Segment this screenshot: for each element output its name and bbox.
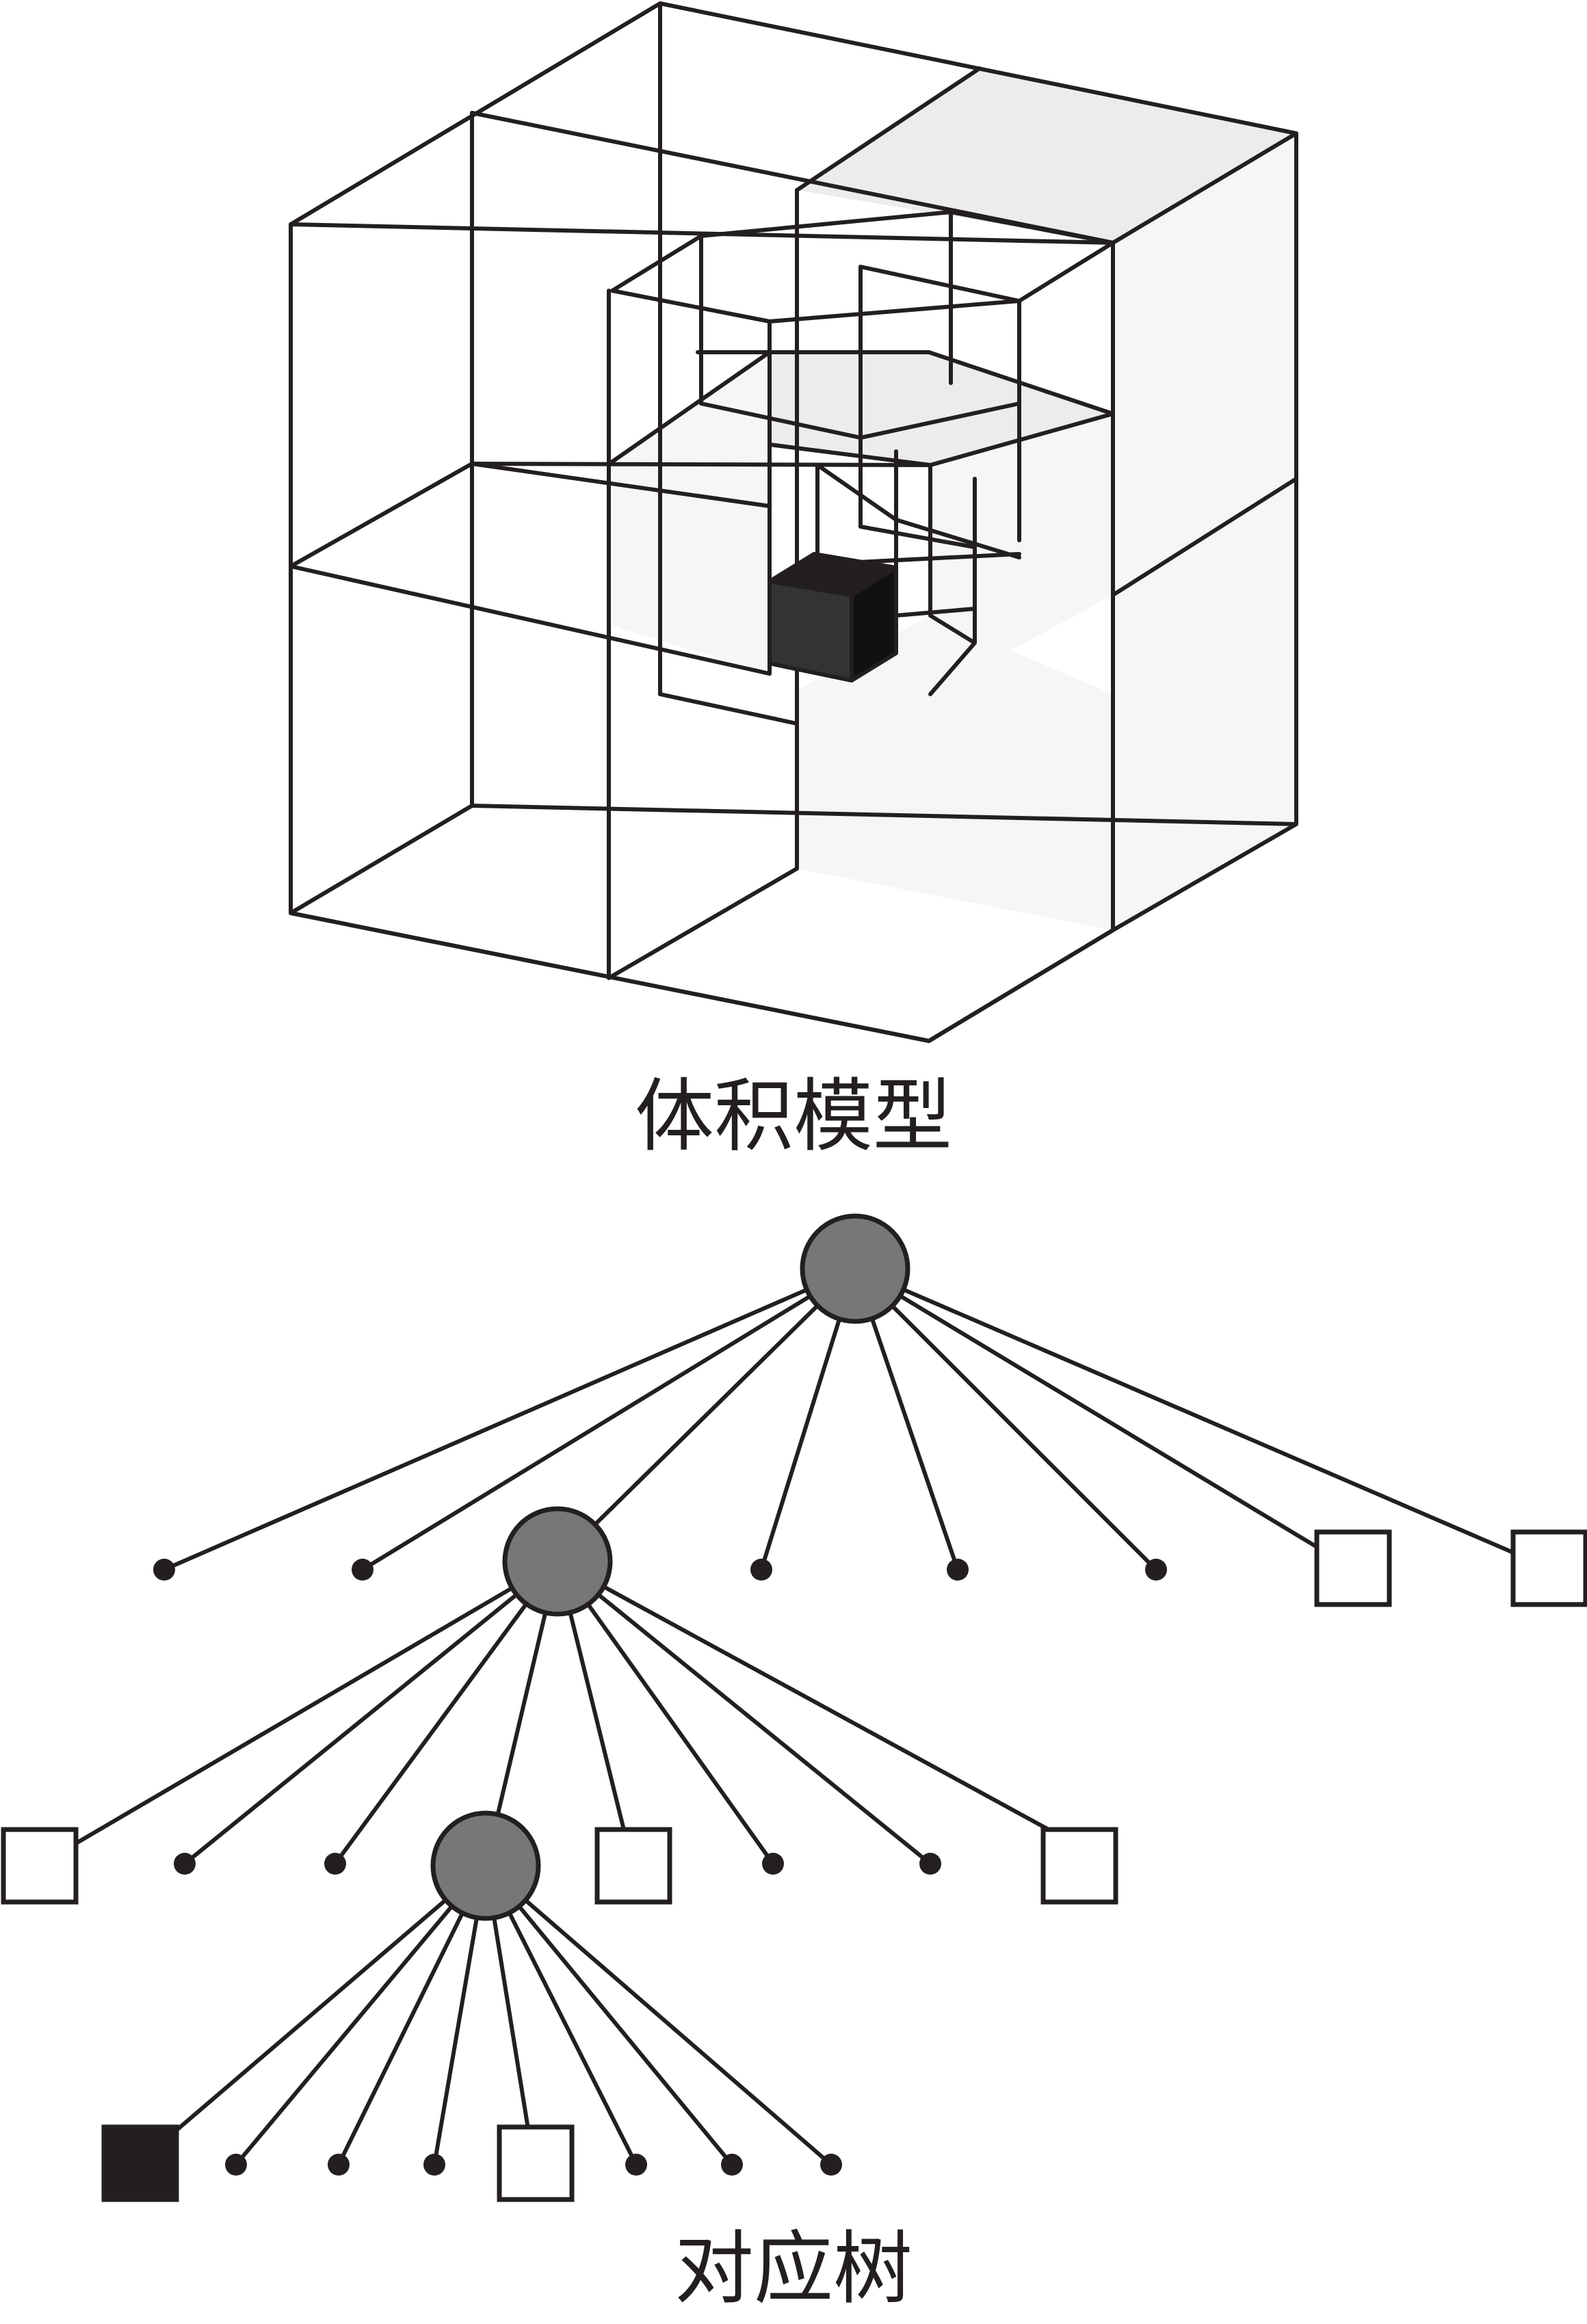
empty-leaf [1,1827,79,1905]
point-leaf [324,1853,346,1875]
internal-nodes [430,1213,910,1921]
octree [1,1213,1587,2202]
point-leaf [750,1559,772,1581]
internal-1-edges [36,1559,1117,1868]
target-cell-right [852,568,896,681]
outer-cube [289,1,1298,1043]
root-edges [162,1267,1555,1572]
empty-leaf [497,2124,575,2202]
point-leaf [947,1559,969,1581]
point-leaf [225,2154,247,2176]
level-1-octant [610,210,1115,676]
level-1-edges [610,210,1115,676]
level-2-edges [815,443,1021,696]
point-leaf [919,1853,941,1875]
right-side-face [1113,133,1296,930]
point-leaf [352,1559,373,1581]
root-node [800,1213,910,1324]
point-leaf [423,2154,445,2176]
point-leaves [153,1559,1167,2176]
internal-node-level-2 [430,1810,541,1921]
empty-leaves [1,1529,1587,2202]
target-cell-edges [768,552,898,683]
empty-leaf [1510,1529,1587,1607]
volume-model [289,1,1298,1043]
point-leaf [328,2154,350,2176]
top-right-face [797,68,1296,243]
point-leaf [153,1559,175,1581]
level-2-octant [815,443,1021,696]
target-cell [768,552,898,683]
target-cell-front [770,581,852,681]
internal-2-edges [138,1864,833,2167]
shaded-faces [612,68,1296,930]
outer-subdivision [289,188,1115,1043]
internal-node-level-1 [502,1506,613,1617]
point-leaf [721,2154,743,2176]
point-leaf [1145,1559,1167,1581]
tree-edges [36,1267,1555,2167]
point-leaf [762,1853,784,1875]
tree-caption: 对应树 [674,2223,913,2315]
inner-front-face [612,352,770,674]
front-lower-right-face [797,616,1113,930]
empty-leaf [594,1827,672,1905]
volume-model-caption: 体积模型 [635,1070,952,1163]
full-leaf [101,2124,179,2202]
empty-leaf [1040,1827,1118,1905]
point-leaf [820,2154,842,2176]
point-leaf [174,1853,196,1875]
point-leaf [625,2154,647,2176]
empty-leaf [1314,1529,1392,1607]
